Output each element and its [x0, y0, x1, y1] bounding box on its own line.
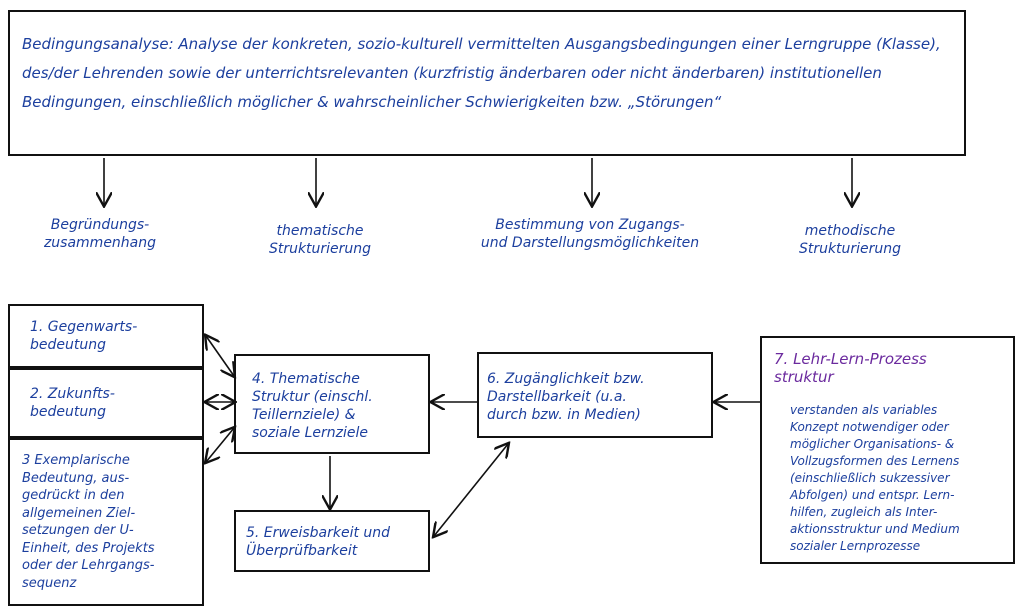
- box-2-text: 2. Zukunfts- bedeutung: [30, 386, 115, 420]
- box-zukunftsbedeutung: 2. Zukunfts- bedeutung: [8, 368, 204, 438]
- box-erweisbarkeit: 5. Erweisbarkeit und Überprüfbarkeit: [234, 510, 430, 572]
- box-7-title: 7. Lehr-Lern-Prozess struktur: [774, 350, 927, 386]
- box-zugaenglichkeit: 6. Zugänglichkeit bzw. Darstellbarkeit (…: [477, 352, 713, 438]
- category-zugang-darstellung: Bestimmung von Zugangs- und Darstellungs…: [480, 217, 700, 251]
- box-1-text: 1. Gegenwarts- bedeutung: [30, 319, 138, 353]
- box-3-text: 3 Exemplarische Bedeutung, aus- gedrückt…: [22, 453, 155, 591]
- arrow-b1-b4: [206, 336, 234, 376]
- box-thematische-struktur: 4. Thematische Struktur (einschl. Teille…: [234, 354, 430, 454]
- arrow-b3-b4: [206, 428, 234, 462]
- box-gegenwartsbedeutung: 1. Gegenwarts- bedeutung: [8, 304, 204, 368]
- category-thematische-strukturierung: thematische Strukturierung: [268, 223, 372, 257]
- box-7-body: verstanden als variables Konzept notwend…: [790, 403, 960, 553]
- category-begruendung: Begründungs- zusammenhang: [43, 217, 157, 251]
- box-5-text: 5. Erweisbarkeit und Überprüfbarkeit: [246, 525, 391, 559]
- box-exemplarische-bedeutung: 3 Exemplarische Bedeutung, aus- gedrückt…: [8, 438, 204, 606]
- box-lehr-lern-prozess: 7. Lehr-Lern-Prozess struktur verstanden…: [760, 336, 1015, 564]
- box-6-text: 6. Zugänglichkeit bzw. Darstellbarkeit (…: [487, 371, 645, 423]
- bedingungsanalyse-text: Bedingungsanalyse: Analyse der konkreten…: [22, 35, 941, 111]
- box-4-text: 4. Thematische Struktur (einschl. Teille…: [252, 371, 373, 441]
- bedingungsanalyse-box: Bedingungsanalyse: Analyse der konkreten…: [8, 10, 966, 156]
- category-methodische-strukturierung: methodische Strukturierung: [798, 223, 902, 257]
- arrow-b5-b6: [434, 444, 508, 536]
